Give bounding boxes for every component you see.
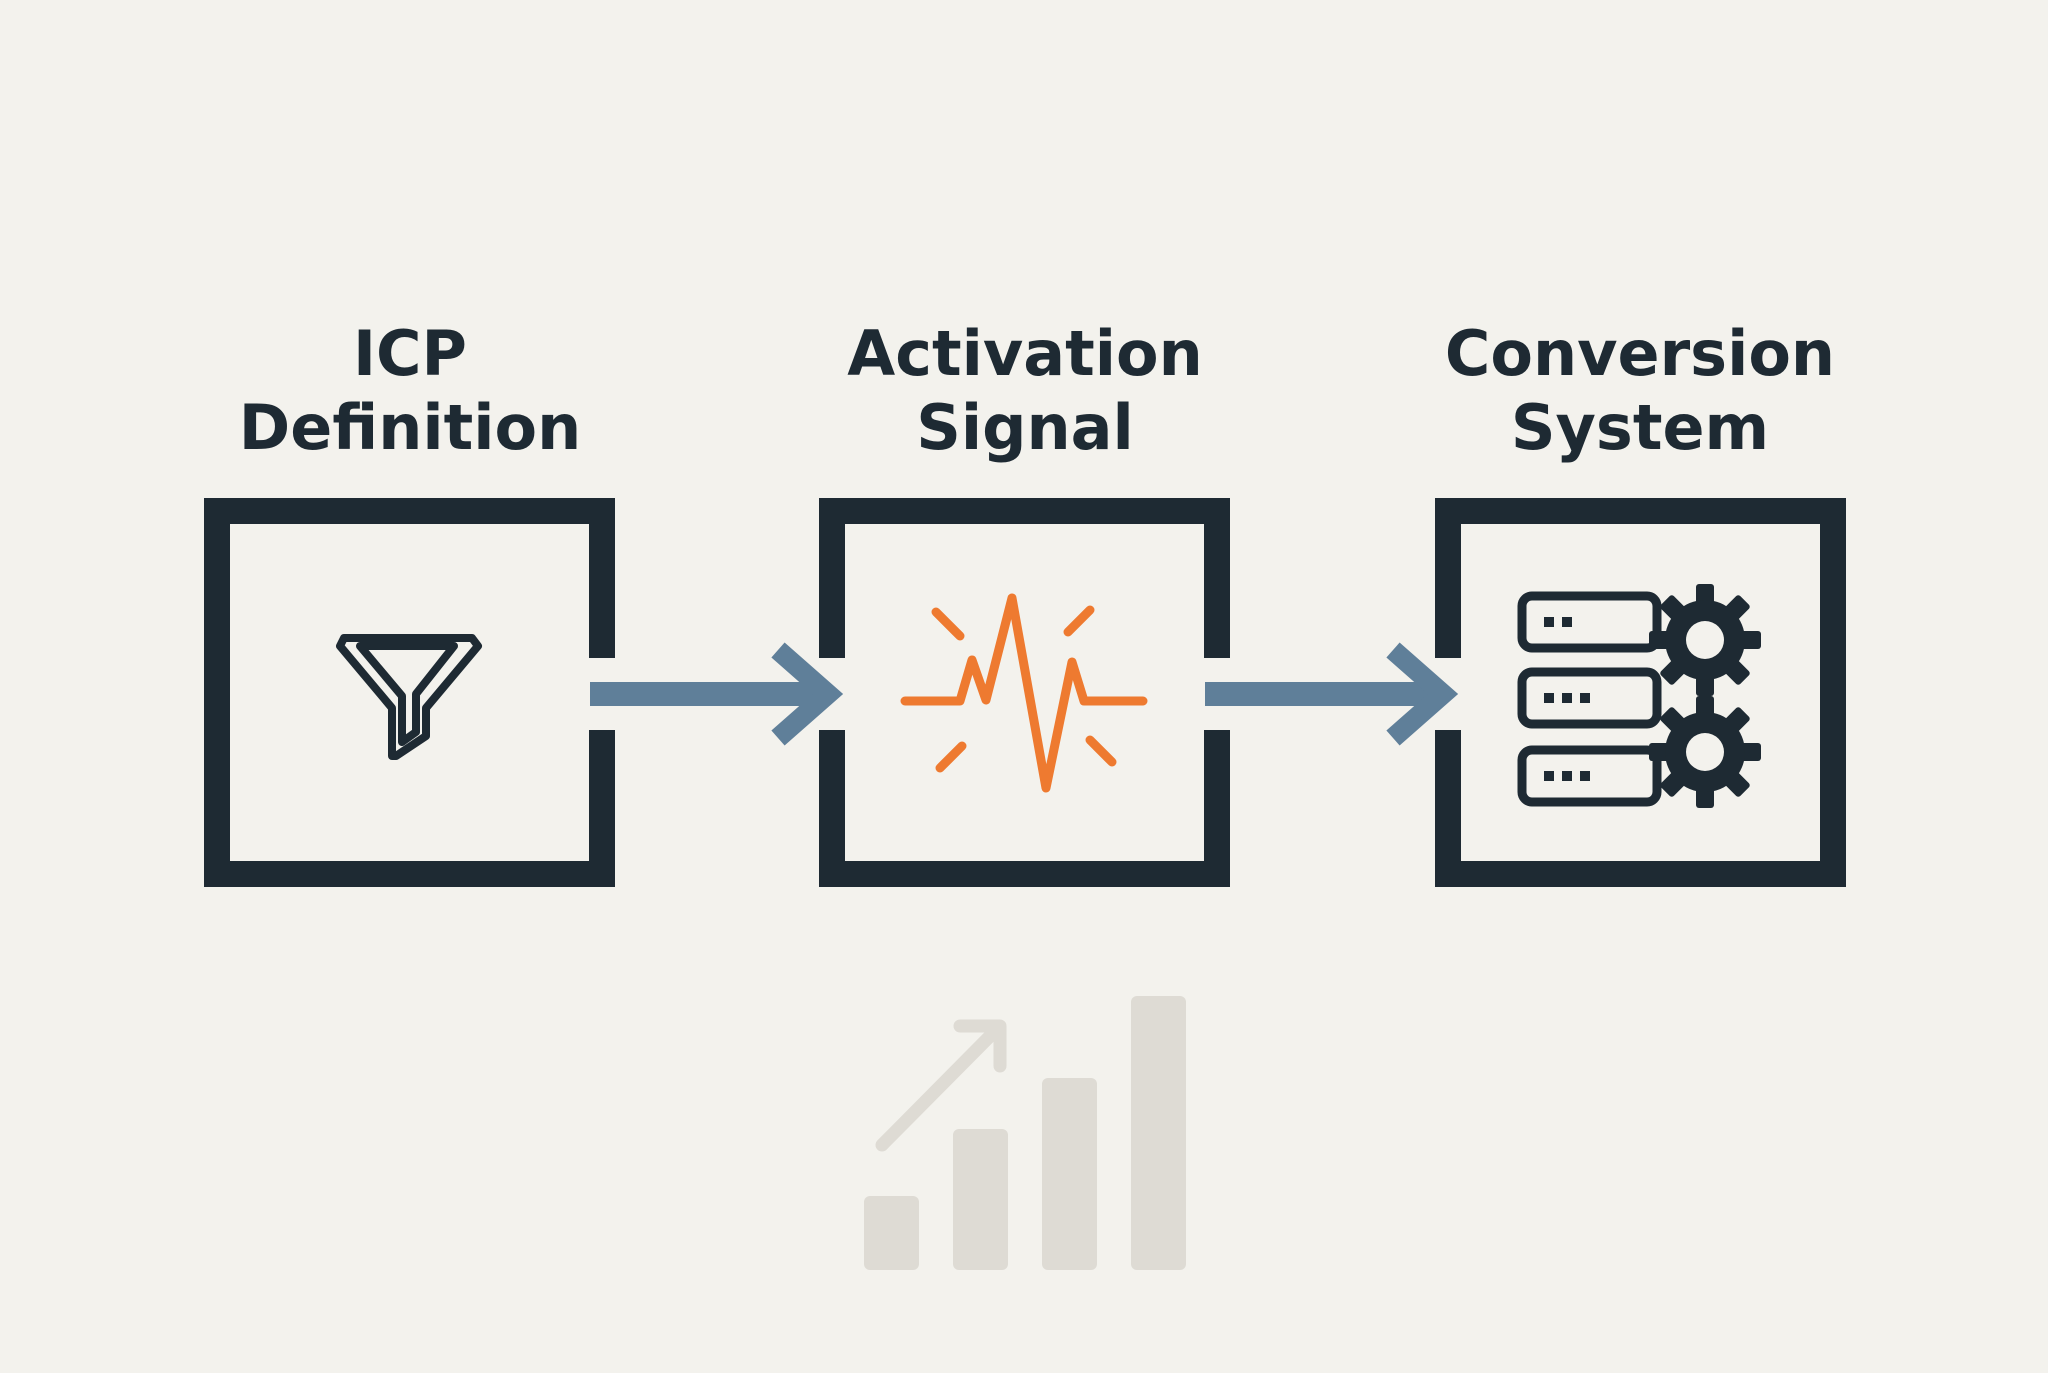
growth-bar: [864, 1196, 919, 1270]
stage-title-activation-signal: Activation Signal: [715, 317, 1335, 465]
stage-box-icp-definition: [204, 498, 615, 887]
connector-arrow-1: [590, 642, 844, 746]
stage-title-line: Activation: [847, 317, 1203, 390]
stage-title-line: Signal: [916, 391, 1134, 464]
connector-arrow-2: [1205, 642, 1459, 746]
stage-box-activation-signal: [819, 498, 1230, 887]
stage-title-line: ICP: [352, 317, 467, 390]
stage-box-conversion-system: [1435, 498, 1846, 887]
trend-arrow-icon: [875, 1019, 1007, 1152]
gear-icon: [1649, 696, 1761, 808]
server-rack-icon: [1517, 591, 1662, 807]
server-indicator-dots: [1544, 617, 1590, 781]
stage-title-line: System: [1510, 391, 1770, 464]
pulse-signal-icon: [900, 593, 1148, 793]
stage-title-conversion-system: Conversion System: [1330, 317, 1950, 465]
stage-title-icp-definition: ICP Definition: [100, 317, 720, 465]
stage-title-line: Definition: [238, 391, 582, 464]
gear-icon: [1649, 584, 1761, 696]
growth-bar-chart-icon: [864, 996, 1186, 1270]
growth-bar: [953, 1129, 1008, 1270]
growth-bar: [1131, 996, 1186, 1270]
server-gears-icon: [1517, 584, 1761, 808]
funnel-icon: [336, 634, 482, 760]
stage-title-line: Conversion: [1444, 317, 1836, 390]
growth-bar: [1042, 1078, 1097, 1270]
